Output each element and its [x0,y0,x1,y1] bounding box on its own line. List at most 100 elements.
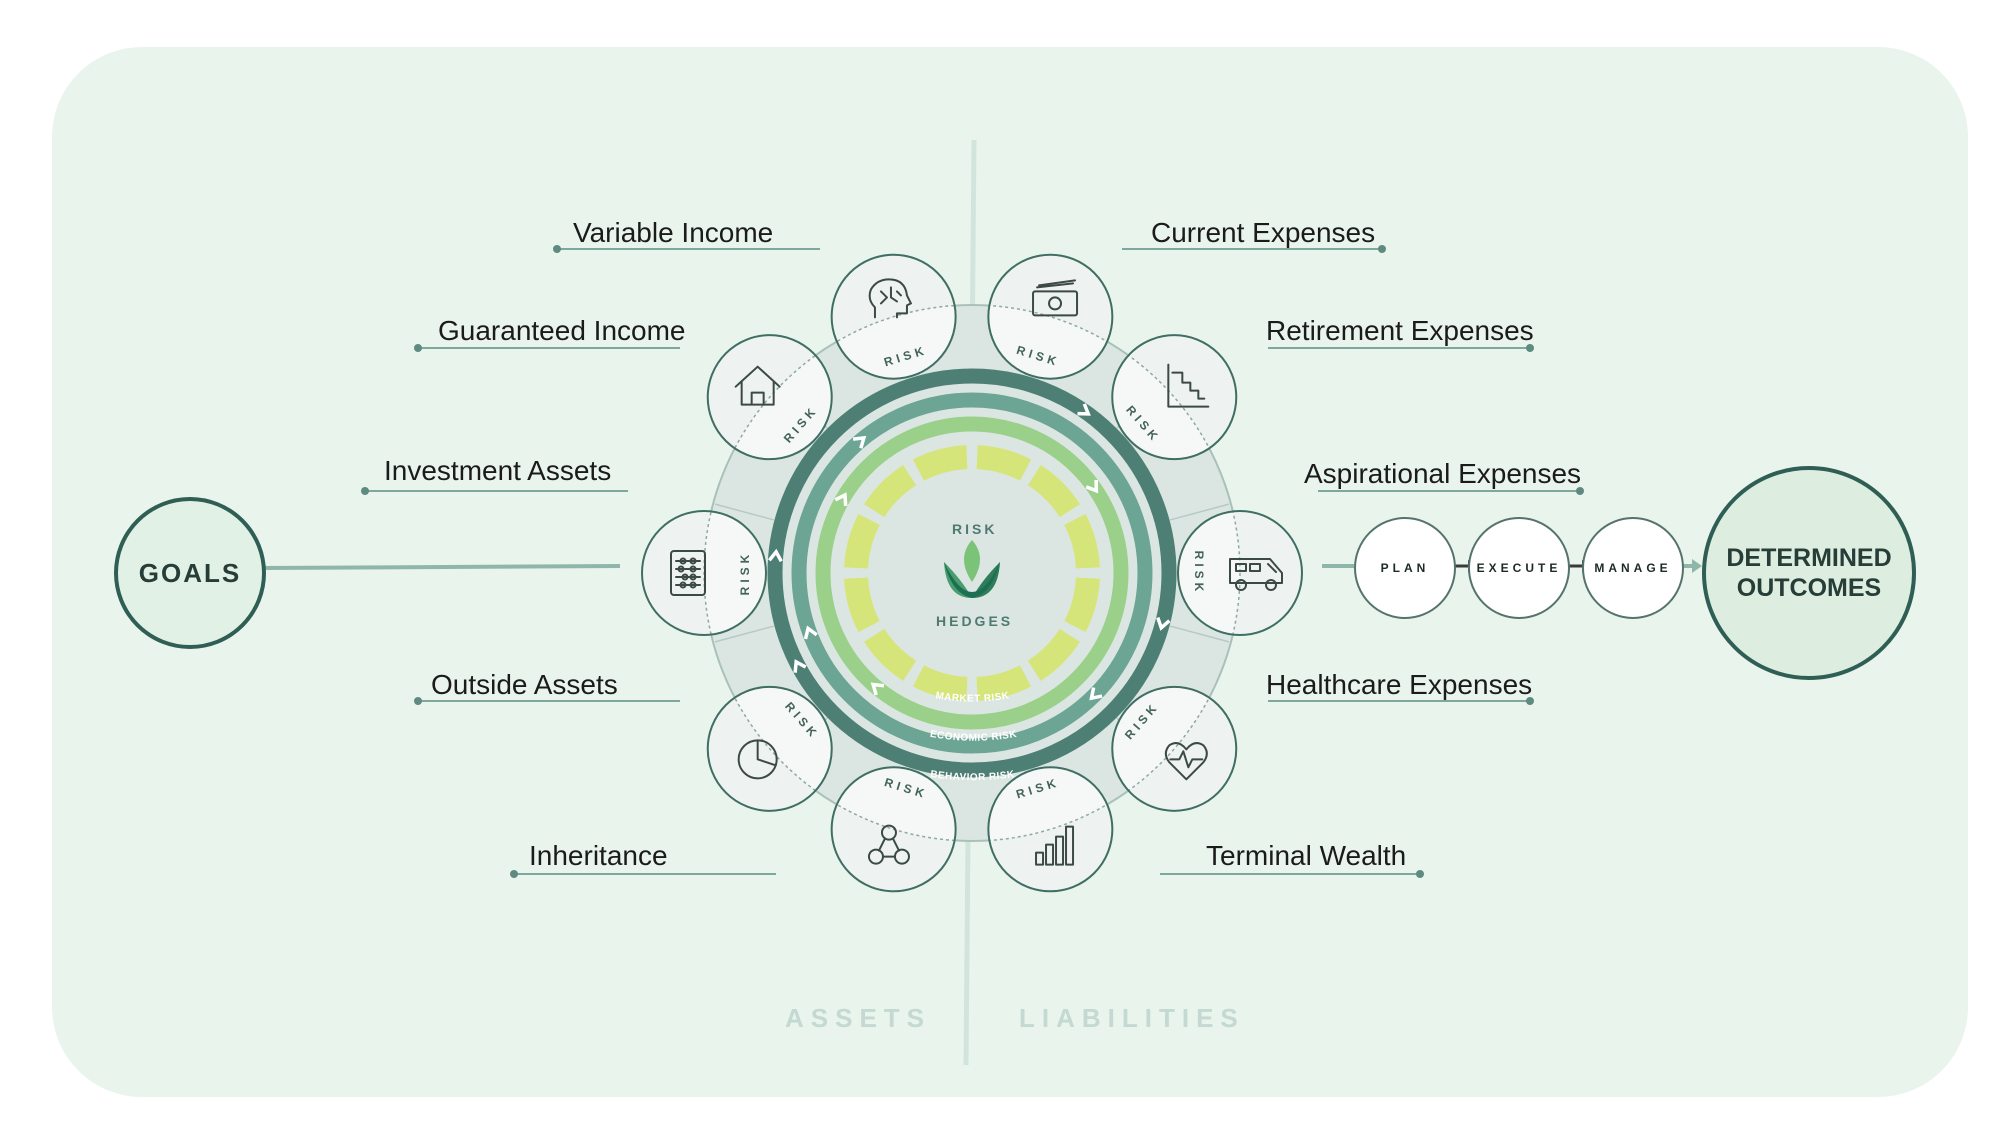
people-network-icon [867,824,910,865]
node-outline [987,253,1114,380]
risk-tag: RISK [1192,551,1206,596]
center-risk-label: RISK [952,521,998,537]
node-abacus: RISK [641,510,767,636]
inner-ring-segment [844,513,880,569]
economic-risk-ring [791,392,1153,754]
goals-node: GOALS [114,497,266,649]
inner-ring-segment [976,445,1032,481]
node-outline [706,334,833,461]
leader-dot [414,697,422,705]
node-risk-band [1178,511,1240,635]
label-terminal-wealth: Terminal Wealth [1206,840,1407,871]
inner-ring-segment [1064,513,1100,569]
node-outline [830,253,957,380]
label-investment-assets: Investment Assets [384,455,612,486]
leaf-logo-icon [944,540,1000,598]
node-outline [830,766,957,893]
ring-arrow [793,659,807,673]
step-chart-icon [1167,363,1210,408]
ring-arrows [767,403,1171,701]
ring-arrow [870,682,885,696]
label-inheritance: Inheritance [529,840,668,871]
liabilities-side-label: LIABILITIES [1019,1003,1245,1033]
ring-arrow [1156,617,1171,631]
leader-dot [361,487,369,495]
inner-ring-segment [864,628,917,681]
node-heart-pulse: RISK [1111,685,1238,812]
goals-connector [261,564,621,570]
ring-arrow [852,435,867,449]
label-retirement-expenses: Retirement Expenses [1266,315,1534,346]
node-bar-signal: RISK [987,766,1114,893]
ring-arrow [834,492,848,506]
plan-step: PLAN [1354,517,1456,619]
ring-arrow [1085,479,1099,494]
ring-arrow [1089,687,1103,701]
heart-pulse-icon [1164,742,1208,781]
manage-step: MANAGE [1582,517,1684,619]
inner-ring-segment [912,445,968,481]
abacus-icon [670,550,706,596]
behavior-risk-ring [767,368,1177,778]
label-guaranteed-income: Guaranteed Income [438,315,686,346]
inner-ring-segment [976,665,1032,701]
outcomes-line1: DETERMINED [1726,544,1892,572]
leader-dot [510,870,518,878]
leader-dot [1526,697,1534,705]
leader-dot [1378,245,1386,253]
house-icon [734,365,781,406]
label-aspirational-expenses: Aspirational Expenses [1304,458,1582,489]
node-outline [1177,510,1303,636]
inner-ring-segment [1064,577,1100,633]
node-outline [987,766,1114,893]
inner-ring-segment [864,465,917,518]
node-risk-band [988,767,1113,841]
leader-dot [1576,487,1584,495]
assets-side-label: ASSETS [785,1003,932,1033]
leader-dot [553,245,561,253]
pie-chart-icon [737,739,778,780]
market-risk-label: MARKET RISK [935,690,1011,704]
center-hedges-label: HEDGES [936,613,1014,629]
inner-segmented-ring [844,445,1100,701]
label-current-expenses: Current Expenses [1151,217,1376,248]
label-variable-income: Variable Income [573,217,774,248]
node-pie-chart: RISK [706,685,833,812]
ring-arrow [767,548,783,563]
node-outline [706,685,833,812]
spoke-line [1169,503,1230,521]
execute-step: EXECUTE [1468,517,1570,619]
node-risk-band [704,511,766,635]
node-rv-camper: RISK [1177,510,1303,636]
leader-dot [1416,870,1424,878]
label-healthcare-expenses: Healthcare Expenses [1266,669,1533,700]
market-risk-ring [815,416,1129,730]
bar-signal-icon [1035,825,1075,866]
risk-tag: RISK [738,551,752,596]
node-people-network: RISK [830,766,957,893]
inner-ring-segment [1027,628,1080,681]
node-money: RISK [987,253,1114,380]
leader-dot [414,344,422,352]
node-step-chart: RISK [1111,334,1238,461]
behavior-risk-label: BEHAVIOR RISK [930,769,1016,783]
ring-arrow [1077,403,1091,416]
money-icon [1032,279,1079,317]
node-brain-head: RISK [830,253,957,380]
node-lens-edge [1178,511,1241,635]
leader-lines [361,245,1584,878]
ring-arrow [803,625,818,640]
leader-dot [1526,344,1534,352]
label-outside-assets: Outside Assets [431,669,618,700]
inner-ring-segment [912,665,968,701]
node-house: RISK [706,334,833,461]
economic-risk-label: ECONOMIC RISK [929,729,1018,744]
spoke-line [714,625,775,643]
manage-to-outcomes-arrow [1692,559,1702,573]
node-outline [1111,334,1238,461]
